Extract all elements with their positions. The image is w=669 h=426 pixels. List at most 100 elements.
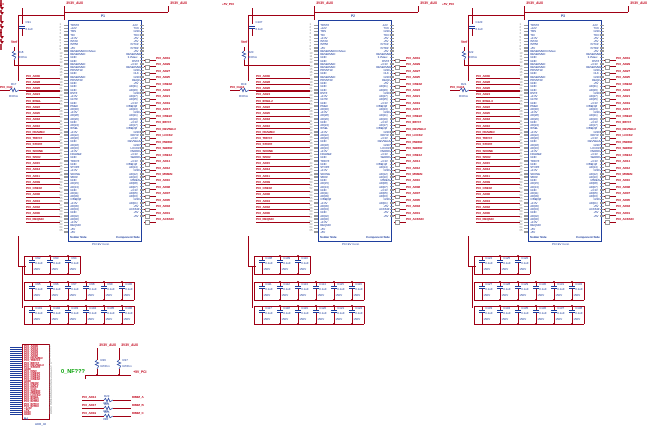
- module-2-pad-right: [390, 108, 395, 110]
- module-3-net-right: PCI_ACK64#: [616, 217, 634, 222]
- module-3-pinnum-left: 20: [519, 83, 523, 87]
- module-1-net-wire-left: [26, 103, 60, 104]
- module-3-pin-left: RESERVED: [530, 61, 546, 66]
- module-3-net-pad-right: [605, 142, 610, 148]
- module-2-cap-rating: x50V: [353, 316, 361, 321]
- module-2-net-pad-right: [395, 220, 400, 226]
- module-3-pinnum-left: 6: [519, 38, 521, 42]
- module-2-net-wire-left: [256, 103, 310, 104]
- module-2-cap-value: 0.1uF: [283, 287, 291, 292]
- module-1-cap-plate-bot: [65, 262, 71, 264]
- module-3-cap-lead-top: [518, 256, 519, 260]
- module-2-pin-left: INTA#: [320, 39, 328, 44]
- module-1-net-pad-right: [145, 220, 150, 226]
- module-1-pad-left: [63, 166, 68, 169]
- module-3-cap-lead-bot: [572, 312, 573, 324]
- module-2-symbol[interactable]: [318, 20, 392, 242]
- module-2-bulk-cap-ref: C107: [255, 20, 263, 24]
- module-1-pad-right: [140, 169, 145, 172]
- module-1-pad-left: [63, 102, 68, 104]
- module-3-pin-left: GND: [530, 81, 537, 86]
- module-3-pad-left: [523, 85, 528, 88]
- module-2-pad-left: [313, 63, 318, 65]
- module-2-pad-right: [390, 131, 395, 133]
- module-3-pad-right: [600, 98, 605, 101]
- module-2-pin-left: +3.3V: [320, 94, 328, 99]
- module-1-net-wire-left: [26, 90, 60, 92]
- module-3-pad-right: [600, 147, 605, 149]
- module-3-pad-right: [600, 53, 605, 55]
- module-1-pin-left: GND: [70, 58, 77, 63]
- module-2-pin-left: +3.3V: [320, 129, 328, 134]
- module-2-rpack-ref: R20: [248, 50, 254, 54]
- module-1-symbol[interactable]: [68, 20, 142, 242]
- module-2-pad-left: [313, 131, 318, 133]
- connector-lead: [10, 379, 22, 381]
- module-3-pinnum-left: 25: [519, 100, 523, 104]
- junction: [49, 299, 51, 301]
- module-1-cap-row-right-2: [134, 306, 135, 324]
- module-1-net-left: PCI_AD30: [26, 73, 40, 78]
- module-1-gnd-main: [0, 11, 4, 15]
- module-1-rpack2-value: R/Ohm: [9, 94, 19, 98]
- module-3-net-right: PCI_AD01: [616, 210, 630, 215]
- module-2-pin-left: AD[09]: [320, 194, 329, 199]
- module-1-net-wire-right: [144, 195, 156, 197]
- module-1-net-right: PCI_AD01: [156, 210, 170, 215]
- module-3-pad-left: [523, 43, 528, 46]
- junction: [333, 281, 335, 283]
- module-2-pad-left: [313, 163, 318, 165]
- module-2-net-pad-right: [395, 188, 400, 193]
- module-1-pin-left: TRST#: [70, 23, 79, 27]
- module-3-pin-left: RESERVED/3.3Vaux: [530, 48, 556, 53]
- module-3-pin-left: +3.3V: [530, 35, 538, 40]
- module-1-net-wire-left: [26, 96, 60, 98]
- module-3-net-wire-right: [604, 208, 616, 210]
- module-3-pin-right: AD[05]: [589, 191, 598, 195]
- module-1-clk-wire-in: [0, 90, 10, 91]
- module-2-cap-lead-bot: [280, 288, 281, 300]
- module-1-pinnum-left: 13: [59, 61, 63, 65]
- module-2-cap-value: 0.1uF: [283, 261, 291, 266]
- module-3-clk-net: PCI_CLK3: [450, 85, 465, 89]
- module-3-pinnum-left: 22: [519, 90, 523, 94]
- module-2-pin-left: AD[00]: [320, 216, 329, 221]
- module-1-cap-lead-bot: [86, 288, 87, 300]
- module-2-pad-left: [313, 85, 318, 88]
- module-3-pad-left: [523, 95, 528, 97]
- module-3-pinnum-left: 47: [519, 171, 523, 175]
- module-3-net-right: PCI_AD25: [616, 75, 630, 80]
- module-3-net-wire-left: [476, 78, 520, 79]
- module-2-cap-value: 0.1uF: [265, 287, 273, 292]
- module-2-pad-left: [313, 189, 318, 191]
- module-3-symbol[interactable]: [528, 20, 602, 242]
- connector-p4-body[interactable]: [22, 344, 50, 420]
- series-resistor: [103, 405, 114, 411]
- module-3-pinnum-left: 39: [519, 145, 523, 149]
- module-2-cap-rating: x50V: [281, 266, 289, 271]
- module-1-pinnum-left: 1: [59, 22, 61, 26]
- module-2-pad-right: [390, 95, 395, 97]
- module-1-pinnum-left: 43: [59, 158, 63, 162]
- module-1-cap-lead-top: [50, 282, 51, 286]
- module-2-pad-left: [313, 134, 318, 136]
- module-2-pad-left: [313, 115, 318, 117]
- module-3-rpack2-ref: R21: [461, 82, 467, 86]
- module-2-pin-right: GND: [383, 68, 390, 73]
- module-2-pad-right: [390, 24, 395, 26]
- module-3-pad-left: [523, 150, 528, 152]
- module-3-pin-right: SERR#: [590, 155, 600, 160]
- module-3-net-left: PCI_AD11: [476, 173, 490, 178]
- module-1-cap-plate-top: [83, 310, 89, 311]
- module-2-cap-row-top-0: [254, 256, 310, 257]
- module-1-net-left: PCI_IDSEL: [26, 98, 42, 103]
- module-2-pin-left: GND: [320, 187, 327, 192]
- pullup-r1: [94, 359, 100, 370]
- module-2-pad-left: [313, 34, 318, 36]
- module-3-cap-lead-bot: [500, 288, 501, 300]
- module-3-pin-left: AD[30]: [530, 107, 539, 111]
- module-2-pad-left: [313, 182, 318, 185]
- module-1-gnd-bus-v: [18, 236, 19, 266]
- module-1-net-wire-right: [144, 118, 156, 119]
- module-3-net-right: PCI_AD12: [616, 165, 630, 170]
